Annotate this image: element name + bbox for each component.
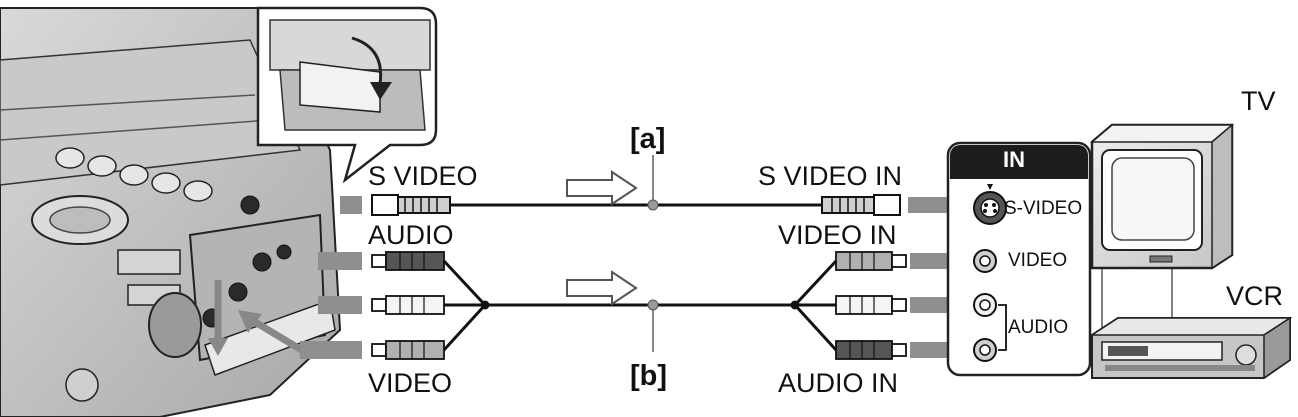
cable-a-label: [a] — [630, 123, 666, 155]
camera-video-label: VIDEO — [368, 368, 453, 398]
jack-audio-label: AUDIO — [1008, 317, 1069, 338]
tv-audio-in-label: AUDIO IN — [778, 368, 899, 398]
tv-s-video-in-label: S VIDEO IN — [758, 161, 903, 191]
jack-s-video-label: S-VIDEO — [1004, 198, 1083, 219]
camera-s-video-label: S VIDEO — [368, 161, 478, 191]
vcr — [1089, 316, 1293, 380]
camcorder — [0, 7, 342, 417]
jack-video-label: VIDEO — [1008, 250, 1068, 271]
signal-direction-arrows — [566, 170, 638, 306]
cable-b-label: [b] — [630, 360, 668, 392]
input-panel-title: IN — [1003, 147, 1025, 172]
device-vcr-label: VCR — [1226, 281, 1284, 311]
camera-audio-label: AUDIO — [368, 220, 454, 250]
input-panel — [946, 141, 1092, 377]
camera-arrows — [300, 196, 362, 359]
camera-plugs — [371, 194, 451, 360]
device-tv-label: TV — [1241, 86, 1276, 116]
zoom-callout — [256, 6, 438, 184]
cable-markers — [647, 155, 659, 352]
tv — [1089, 123, 1235, 330]
tv-video-in-label: VIDEO IN — [778, 220, 897, 250]
tv-plugs — [821, 194, 907, 360]
